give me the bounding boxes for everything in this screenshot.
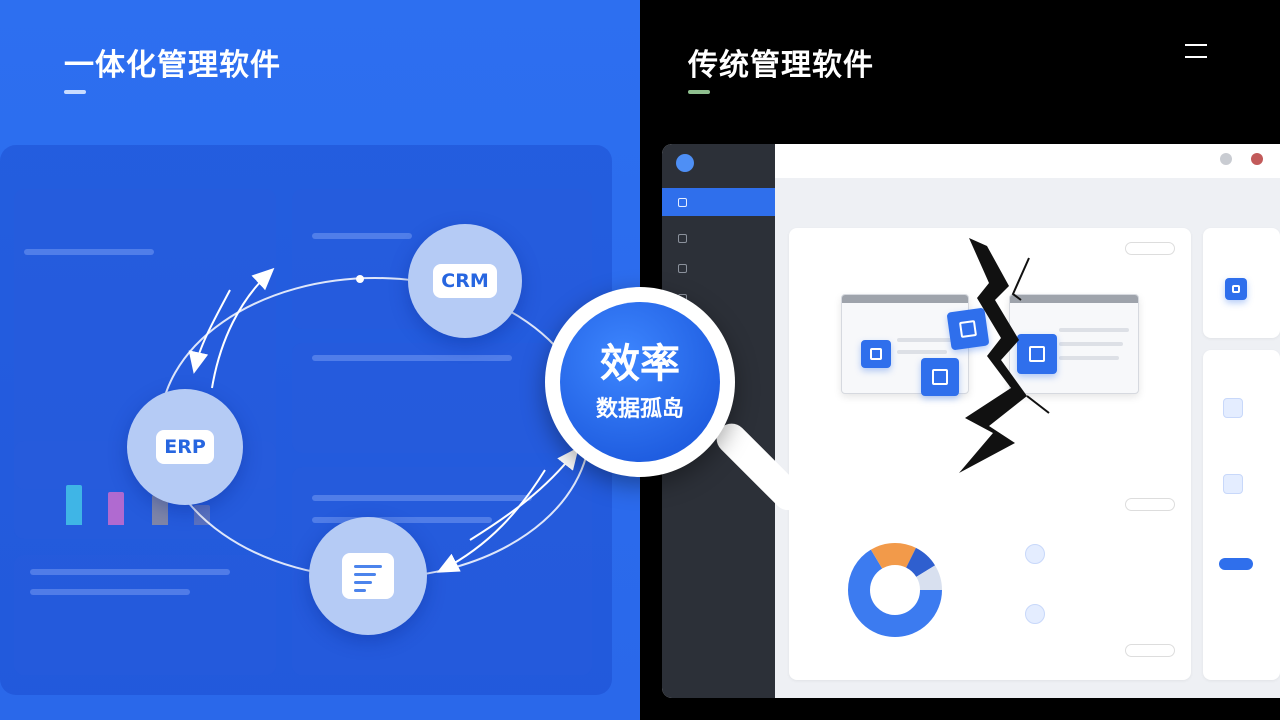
app-topbar	[775, 144, 1280, 178]
magnifier-lens: 效率 数据孤岛	[560, 302, 720, 462]
integration-cycle	[159, 267, 591, 579]
ghost-card	[14, 555, 276, 675]
brand-logo-icon	[676, 154, 694, 172]
title-underline	[688, 90, 710, 94]
module-icon	[1223, 474, 1243, 494]
ghost-line	[312, 495, 532, 501]
integrated-software-panel: 一体化管理软件 CRM ER	[0, 0, 640, 720]
ghost-bar	[66, 485, 82, 525]
sync-icon	[1025, 544, 1045, 564]
sidebar-item-active[interactable]	[662, 188, 775, 216]
title-underline	[64, 90, 86, 94]
donut-chart	[848, 543, 942, 637]
mini-line	[1059, 328, 1129, 332]
sidebar-item[interactable]	[662, 224, 775, 252]
traditional-software-panel: 传统管理软件	[640, 0, 1280, 720]
sidebar-item-icon	[678, 233, 687, 243]
ghost-line	[312, 233, 412, 239]
erp-node: ERP	[127, 389, 243, 505]
ghost-bar	[108, 492, 124, 525]
cycle-arrow	[211, 267, 275, 389]
module-icon	[1017, 334, 1057, 374]
main-card	[789, 228, 1191, 680]
card-action-pill[interactable]	[1125, 644, 1175, 657]
cycle-arrow	[436, 469, 546, 573]
ghost-bar	[152, 495, 168, 525]
mini-line	[1059, 356, 1119, 360]
module-icon	[861, 340, 891, 368]
document-node	[309, 517, 427, 635]
side-card	[1203, 350, 1280, 680]
crm-label: CRM	[433, 264, 497, 298]
menu-icon[interactable]	[1185, 44, 1207, 58]
module-icon	[921, 358, 959, 396]
erp-label: ERP	[156, 430, 214, 464]
crack-icon	[959, 238, 1050, 473]
document-lines-icon	[342, 553, 394, 599]
magnifier: 效率 数据孤岛	[545, 287, 735, 477]
mini-line	[897, 338, 953, 342]
side-card	[1203, 228, 1280, 338]
panel-title-integrated: 一体化管理软件	[64, 48, 281, 83]
module-icon	[1223, 398, 1243, 418]
app-brand	[676, 154, 694, 172]
ghost-line	[312, 355, 512, 361]
link-icon	[1025, 604, 1045, 624]
mini-line	[897, 350, 947, 354]
magnifier-main-text: 效率	[600, 341, 680, 387]
cycle-dot	[356, 275, 364, 283]
card-filter-pill[interactable]	[1125, 242, 1175, 255]
ghost-card	[292, 343, 592, 453]
ghost-line	[30, 589, 190, 595]
panel-title-traditional: 传统管理软件	[688, 48, 874, 83]
module-icon	[1225, 278, 1247, 300]
magnifier-sub-text: 数据孤岛	[595, 397, 684, 422]
mini-line	[1059, 342, 1123, 346]
ghost-line	[30, 569, 230, 575]
sidebar-item-icon	[678, 197, 687, 207]
cycle-arrow	[469, 447, 579, 541]
ghost-line	[24, 249, 154, 255]
action-button[interactable]	[1219, 558, 1253, 570]
notification-icon[interactable]	[1220, 153, 1232, 165]
sidebar-item[interactable]	[662, 254, 775, 282]
ghost-line	[312, 517, 492, 523]
sidebar-item-icon	[678, 263, 687, 273]
view-more-pill[interactable]	[1125, 498, 1175, 511]
cycle-arrow	[188, 289, 231, 374]
avatar[interactable]	[1251, 153, 1263, 165]
crm-node: CRM	[408, 224, 522, 338]
traditional-app-window	[662, 144, 1280, 698]
